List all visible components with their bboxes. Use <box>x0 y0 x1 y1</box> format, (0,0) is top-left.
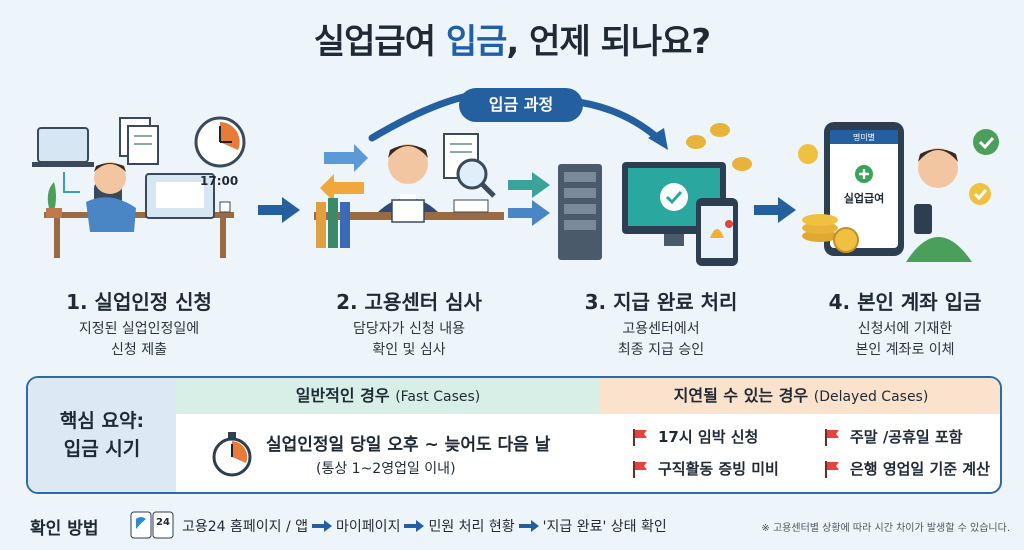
step-4-desc-line2: 본인 계좌로 이체 <box>855 342 955 358</box>
page-title: 실업급여 입금, 언제 되나요? <box>0 14 1024 63</box>
step-1-desc-line1: 지정된 실업인정일에 <box>78 321 200 337</box>
clock-time-label: 17:00 <box>200 174 239 188</box>
delayed-cases-header: 지연될 수 있는 경우 (Delayed Cases) <box>600 378 1000 414</box>
app-badge: 24 <box>156 517 170 528</box>
summary-label-line1: 핵심 요약: <box>59 410 145 432</box>
arrow-right-icon <box>258 197 300 223</box>
red-flag-icon <box>825 428 839 446</box>
delayed-item-label: 17시 임박 신청 <box>658 428 759 446</box>
path-step: '지급 완료' 상태 확인 <box>542 519 667 535</box>
process-label: 입금 과정 <box>459 88 583 122</box>
fast-cases-header: 일반적인 경우 (Fast Cases) <box>176 378 600 414</box>
delayed-item-label: 은행 영업일 기준 계산 <box>850 460 990 478</box>
fast-cases-main: 실업인정일 당일 오후 ~ 늦어도 다음 날 <box>266 435 551 455</box>
path-step: 고용24 홈페이지 / 앱 <box>182 519 309 535</box>
footnote: ※ 고용센터별 상황에 따라 시간 차이가 발생할 수 있습니다. <box>761 523 1010 534</box>
fast-cases-title-en: (Fast Cases) <box>395 389 481 405</box>
delayed-item-label: 구직활동 증빙 미비 <box>658 460 779 478</box>
check-method-label: 확인 방법 <box>30 519 99 539</box>
arrow-right-icon <box>508 172 550 198</box>
delayed-item-label: 주말 /공휴일 포함 <box>850 428 963 446</box>
title-highlight: 입금 <box>445 22 508 62</box>
check-method-path: 고용24 홈페이지 / 앱 마이페이지 민원 처리 현황 '지급 완료' 상태 … <box>182 516 667 536</box>
step-3-desc-line1: 고용센터에서 <box>622 321 700 337</box>
red-flag-icon <box>633 428 647 446</box>
counselor-illustration <box>314 133 504 248</box>
red-flag-icon <box>825 460 839 478</box>
delayed-cases-title: 지연될 수 있는 경우 <box>673 386 809 405</box>
fast-cases-panel: 일반적인 경우 (Fast Cases) 실업인정일 당일 오후 ~ 늦어도 다… <box>176 378 600 492</box>
delayed-cases-panel: 지연될 수 있는 경우 (Delayed Cases) 17시 임박 신청 주말… <box>600 378 1000 492</box>
delayed-item: 17시 임박 신청 <box>630 426 758 447</box>
step-3-desc: 고용센터에서 최종 지급 승인 <box>546 319 776 361</box>
delayed-cases-title-en: (Delayed Cases) <box>813 389 929 405</box>
step-3: 3. 지급 완료 처리 고용센터에서 최종 지급 승인 <box>546 112 776 362</box>
arrow-right-icon <box>508 200 550 226</box>
delayed-item: 주말 /공휴일 포함 <box>822 426 963 447</box>
fast-cases-title: 일반적인 경우 <box>295 386 390 405</box>
step-1-desc: 지정된 실업인정일에 신청 제출 <box>24 319 254 361</box>
arrow-right-icon <box>518 520 539 532</box>
fast-cases-sub: (통상 1~2영업일 이내) <box>316 461 456 477</box>
step-3-desc-line2: 최종 지급 승인 <box>617 342 705 358</box>
phone-header: 명미별 <box>852 133 876 142</box>
phone-label: 실업급여 <box>843 192 885 205</box>
step-1: 17:00 1. 실업인정 신청 지정된 실업인정일에 신청 제출 <box>24 112 254 362</box>
arrow-right-icon <box>754 197 796 223</box>
step-4: 명미별 실업급여 4. 본인 계좌 입금 신청서에 기재한 본인 계좌로 이체 <box>790 112 1020 362</box>
step-2-title: 2. 고용센터 심사 <box>336 290 482 314</box>
server-approval-illustration <box>558 123 752 266</box>
step-2-desc-line2: 확인 및 심사 <box>372 342 446 358</box>
step-4-desc-line1: 신청서에 기재한 <box>857 321 953 337</box>
step-2-desc: 담당자가 신청 내용 확인 및 심사 <box>294 319 524 361</box>
path-step: 마이페이지 <box>336 519 401 535</box>
office-worker-illustration <box>32 116 246 258</box>
step-2-desc-line1: 담당자가 신청 내용 <box>353 321 465 337</box>
summary-box: 핵심 요약: 입금 시기 일반적인 경우 (Fast Cases) 실업인정일 … <box>26 376 1002 494</box>
step-2: 2. 고용센터 심사 담당자가 신청 내용 확인 및 심사 <box>294 112 524 362</box>
summary-label: 핵심 요약: 입금 시기 <box>28 378 176 492</box>
stopwatch-icon <box>212 432 252 477</box>
goyong24-app-icon <box>130 511 174 539</box>
title-part1: 실업급여 <box>313 22 446 62</box>
arrow-right-icon <box>312 520 333 532</box>
delayed-item: 은행 영업일 기준 계산 <box>822 458 990 479</box>
summary-label-line2: 입금 시기 <box>63 438 141 460</box>
step-4-title: 4. 본인 계좌 입금 <box>828 290 982 314</box>
delayed-item: 구직활동 증빙 미비 <box>630 458 779 479</box>
bank-deposit-illustration <box>798 122 999 262</box>
title-part2: , 언제 되나요? <box>506 22 711 62</box>
step-4-desc: 신청서에 기재한 본인 계좌로 이체 <box>790 319 1020 361</box>
check-method-footer: 확인 방법 24 고용24 홈페이지 / 앱 마이페이지 민원 처리 현황 '지… <box>30 508 1010 542</box>
step-3-title: 3. 지급 완료 처리 <box>584 290 738 314</box>
red-flag-icon <box>633 460 647 478</box>
arrow-right-icon <box>404 520 425 532</box>
step-1-title: 1. 실업인정 신청 <box>66 290 212 314</box>
step-1-desc-line2: 신청 제출 <box>111 342 167 358</box>
path-step: 민원 처리 현황 <box>428 519 515 535</box>
